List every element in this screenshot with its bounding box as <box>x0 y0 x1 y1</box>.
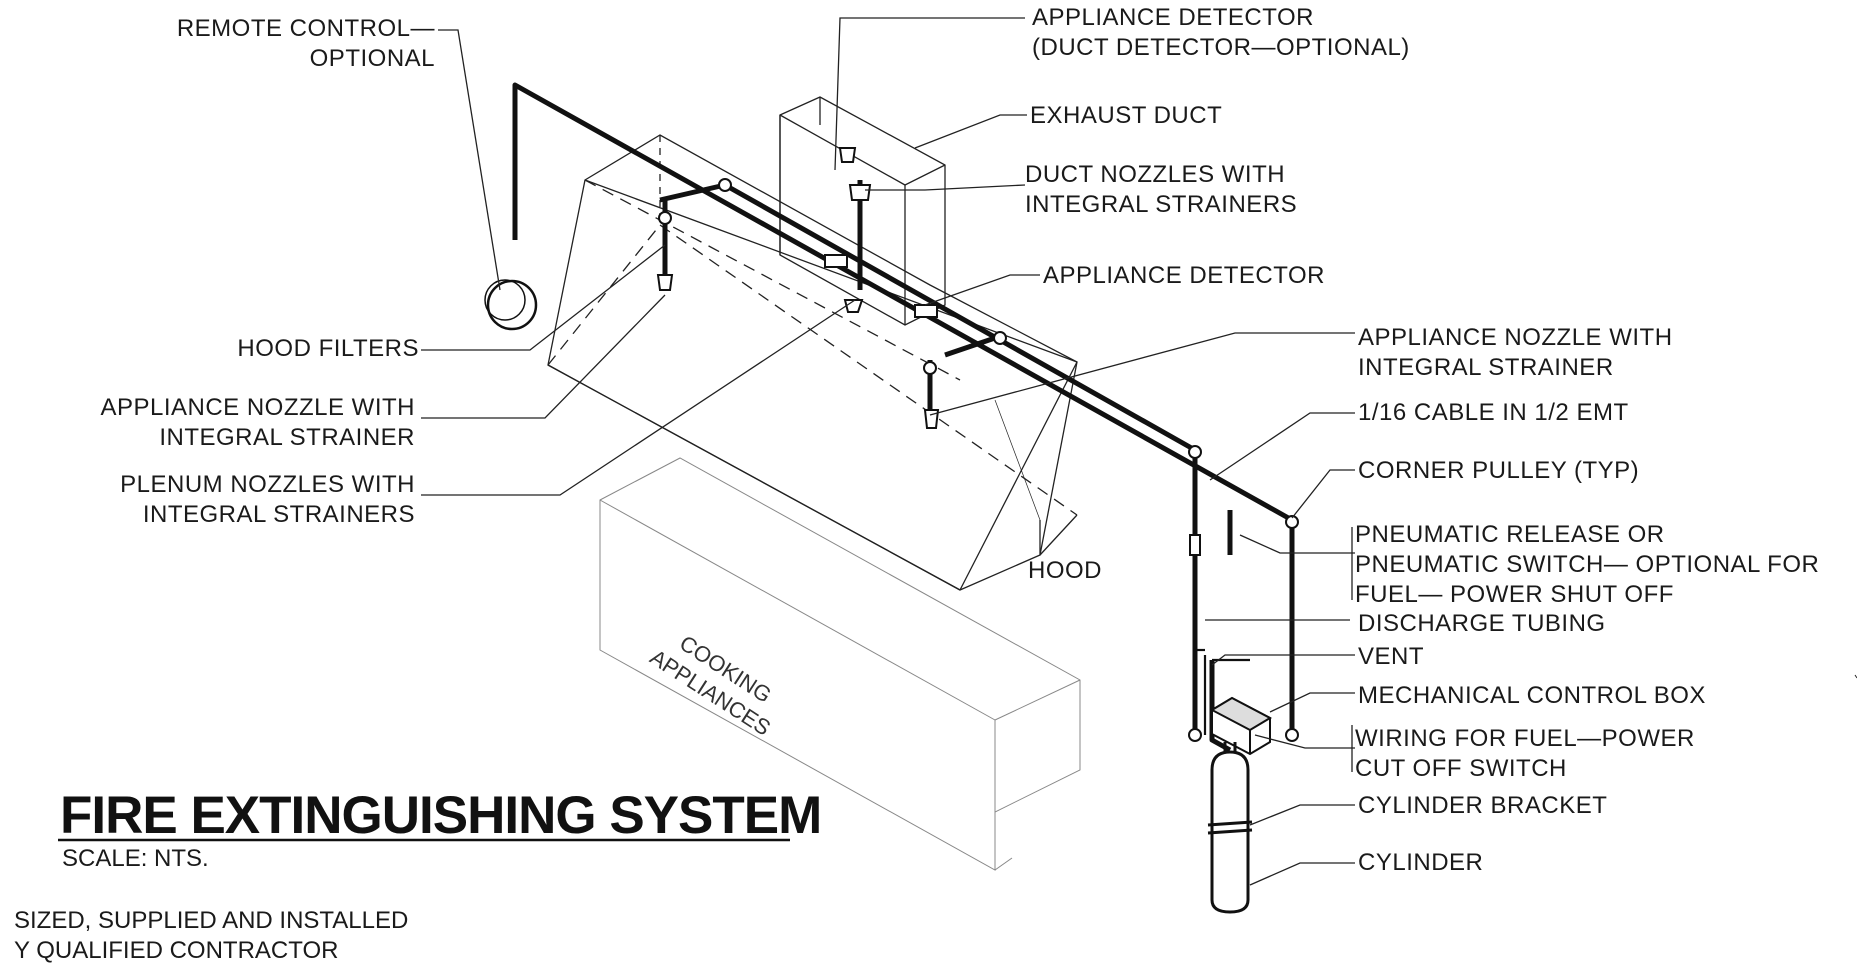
page-title: FIRE EXTINGUISHING SYSTEM <box>60 786 822 845</box>
hood-outline <box>547 134 1078 591</box>
cylinder-shape <box>1207 742 1253 914</box>
label-appliance-nozzle-left: APPLIANCE NOZZLE WITH INTEGRAL STRAINER <box>100 393 415 453</box>
label-plenum-nozzles-line2: INTEGRAL STRAINERS <box>142 501 415 528</box>
label-cylinder: CYLINDER <box>1358 849 1484 876</box>
label-hood: HOOD <box>1028 557 1102 584</box>
label-remote-control: REMOTE CONTROL— OPTIONAL <box>177 14 435 74</box>
mechanical-control-box-shape <box>1209 696 1273 756</box>
label-appliance-detector: APPLIANCE DETECTOR <box>1043 262 1325 289</box>
label-appliance-nozzle-right-line2: INTEGRAL STRAINER <box>1358 354 1614 381</box>
label-duct-nozzles-line2: INTEGRAL STRAINERS <box>1025 191 1298 218</box>
label-pneumatic-line2: PNEUMATIC SWITCH— OPTIONAL FOR <box>1355 551 1820 578</box>
label-hood-filters: HOOD FILTERS <box>237 335 419 362</box>
label-discharge-tubing: DISCHARGE TUBING <box>1358 610 1606 637</box>
label-plenum-nozzles-line1: PLENUM NOZZLES WITH <box>120 471 415 498</box>
label-appliance-detector-top: APPLIANCE DETECTOR (DUCT DETECTOR—OPTION… <box>1032 3 1410 63</box>
label-vent: VENT <box>1358 643 1425 670</box>
label-duct-nozzles-line1: DUCT NOZZLES WITH <box>1025 161 1286 188</box>
scale-note: SCALE: NTS. <box>62 845 209 872</box>
label-mech-box: MECHANICAL CONTROL BOX <box>1358 682 1706 709</box>
label-cylinder-bracket: CYLINDER BRACKET <box>1358 792 1608 819</box>
label-wiring: WIRING FOR FUEL—POWER CUT OFF SWITCH <box>1355 724 1695 784</box>
label-appliance-nozzle-left-line2: INTEGRAL STRAINER <box>159 424 415 451</box>
label-appliance-nozzle-left-line1: APPLIANCE NOZZLE WITH <box>100 394 415 421</box>
exhaust-duct-shape <box>779 96 946 326</box>
label-remote-control-line1: REMOTE CONTROL— <box>176 15 435 42</box>
label-plenum-nozzles: PLENUM NOZZLES WITH INTEGRAL STRAINERS <box>120 470 415 530</box>
label-exhaust-duct: EXHAUST DUCT <box>1030 102 1223 129</box>
label-appliance-detector-top-line2: (DUCT DETECTOR—OPTIONAL) <box>1032 34 1410 61</box>
label-appliance-detector-top-line1: APPLIANCE DETECTOR <box>1032 4 1314 31</box>
label-pneumatic-line1: PNEUMATIC RELEASE OR <box>1355 521 1665 548</box>
label-wiring-line2: CUT OFF SWITCH <box>1355 755 1567 782</box>
label-cable: 1/16 CABLE IN 1/2 EMT <box>1358 399 1629 426</box>
remote-pull-station <box>486 279 538 331</box>
nozzles <box>656 147 1299 742</box>
note-line1: SIZED, SUPPLIED AND INSTALLED <box>14 907 409 934</box>
label-remote-control-line2: OPTIONAL <box>309 45 435 72</box>
label-pneumatic-line3: FUEL— POWER SHUT OFF <box>1355 581 1674 608</box>
label-appliance-nozzle-right: APPLIANCE NOZZLE WITH INTEGRAL STRAINER <box>1358 323 1673 383</box>
label-corner-pulley: CORNER PULLEY (TYP) <box>1358 457 1640 484</box>
cooking-appliances-box <box>599 457 1081 871</box>
label-wiring-line1: WIRING FOR FUEL—POWER <box>1355 725 1695 752</box>
leader-lines <box>421 17 1355 886</box>
label-pneumatic: PNEUMATIC RELEASE OR PNEUMATIC SWITCH— O… <box>1355 520 1819 610</box>
note-line2: Y QUALIFIED CONTRACTOR <box>14 937 339 964</box>
label-appliance-nozzle-right-line1: APPLIANCE NOZZLE WITH <box>1358 324 1673 351</box>
label-duct-nozzles: DUCT NOZZLES WITH INTEGRAL STRAINERS <box>1025 160 1297 220</box>
